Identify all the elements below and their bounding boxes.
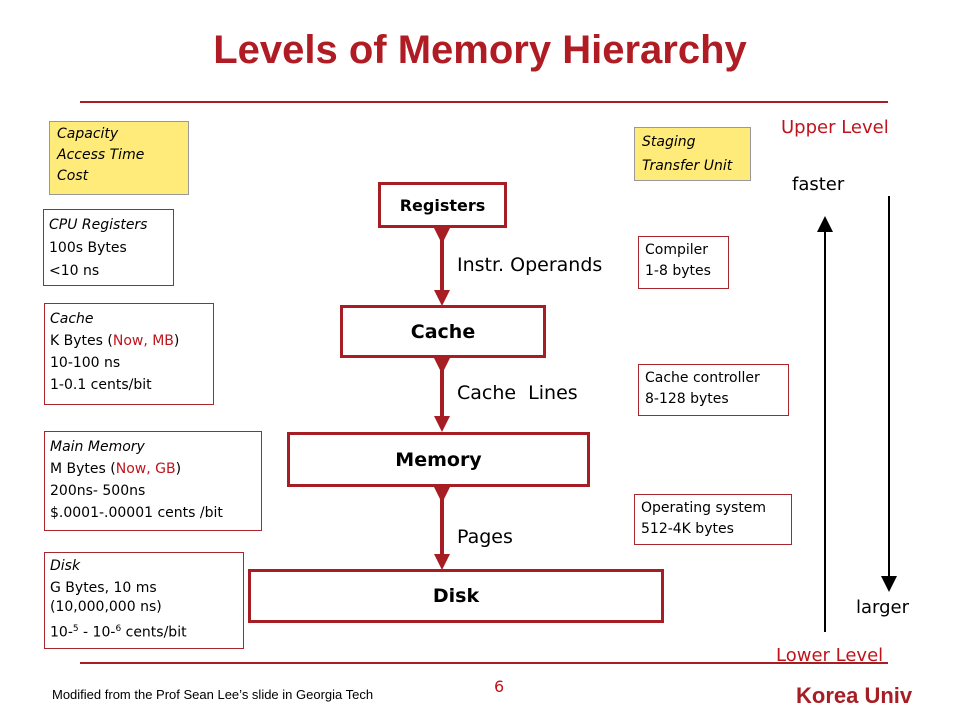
registers-box: Registers <box>378 182 507 228</box>
faster-label: faster <box>792 174 845 195</box>
cpu-registers-capacity: 100s Bytes <box>49 240 127 256</box>
disk-info-cost: 10-5 - 10-6 cents/bit <box>50 624 187 641</box>
compiler-info: Compiler 1-8 bytes <box>638 236 729 289</box>
disk-info: Disk G Bytes, 10 ms (10,000,000 ns) 10-5… <box>44 552 244 649</box>
cache-info-access: 10-100 ns <box>50 355 121 371</box>
operating-system-size: 512-4K bytes <box>641 521 734 537</box>
memory-box: Memory <box>287 432 590 487</box>
legend-access-time: Access Time <box>57 147 145 163</box>
main-memory-title: Main Memory <box>50 439 145 455</box>
operating-system-info: Operating system 512-4K bytes <box>634 494 792 545</box>
cache-info-capacity: K Bytes (Now, MB) <box>50 333 180 349</box>
page-number: 6 <box>494 677 505 696</box>
org-name: Korea Univ <box>796 683 913 708</box>
disk-info-title: Disk <box>50 558 81 574</box>
transfer-instr-operands: Instr. Operands <box>457 254 603 276</box>
cpu-registers-access: <10 ns <box>49 263 100 279</box>
operating-system-name: Operating system <box>641 500 767 516</box>
title-underline <box>80 101 888 103</box>
cache-controller-info: Cache controller 8-128 bytes <box>638 364 789 416</box>
page-title: Levels of Memory Hierarchy <box>213 28 747 72</box>
cpu-registers-info: CPU Registers 100s Bytes <10 ns <box>43 209 174 286</box>
main-memory-cost: $.0001-.00001 cents /bit <box>50 505 223 521</box>
cache-info-cost: 1-0.1 cents/bit <box>50 377 152 393</box>
disk-info-access: (10,000,000 ns) <box>50 599 162 615</box>
legend-cost: Cost <box>57 168 89 184</box>
legend-capacity: Capacity <box>57 126 119 142</box>
compiler-name: Compiler <box>645 242 709 258</box>
larger-label: larger <box>856 597 910 618</box>
main-memory-info: Main Memory M Bytes (Now, GB) 200ns- 500… <box>44 431 262 531</box>
legend-staging-transfer: Staging Transfer Unit <box>634 127 751 181</box>
registers-label: Registers <box>399 195 486 215</box>
cpu-registers-title: CPU Registers <box>49 217 148 233</box>
main-memory-access: 200ns- 500ns <box>50 483 146 499</box>
legend-staging: Staging <box>642 134 696 150</box>
disk-info-capacity: G Bytes, 10 ms <box>50 580 157 596</box>
disk-label: Disk <box>432 585 480 607</box>
cache-label: Cache <box>410 320 476 343</box>
upper-level-label: Upper Level <box>781 117 889 138</box>
cache-info-title: Cache <box>50 311 94 327</box>
disk-box: Disk <box>248 569 664 623</box>
main-memory-capacity: M Bytes (Now, GB) <box>50 461 182 477</box>
cache-info: Cache K Bytes (Now, MB) 10-100 ns 1-0.1 … <box>44 303 214 405</box>
compiler-size: 1-8 bytes <box>645 263 711 279</box>
transfer-cache-lines: Cache Lines <box>457 382 578 404</box>
memory-label: Memory <box>395 448 482 471</box>
legend-capacity-access-cost: Capacity Access Time Cost <box>49 121 189 195</box>
legend-transfer-unit: Transfer Unit <box>642 158 733 174</box>
lower-level-label: Lower Level <box>776 645 884 666</box>
transfer-pages: Pages <box>457 526 513 548</box>
footer-credit: Modified from the Prof Sean Lee’s slide … <box>52 687 374 702</box>
cache-controller-size: 8-128 bytes <box>645 391 729 407</box>
cache-controller-name: Cache controller <box>645 370 760 386</box>
cache-box: Cache <box>340 305 546 358</box>
